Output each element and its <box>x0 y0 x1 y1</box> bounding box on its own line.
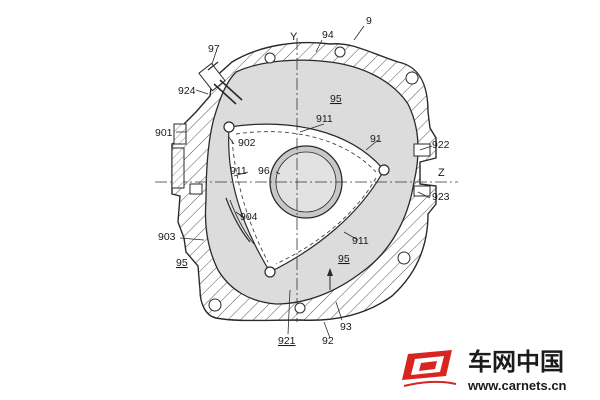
ref-922: 922 <box>432 139 450 151</box>
apex-seal-bottom <box>264 266 276 278</box>
ref-91: 91 <box>370 133 382 145</box>
flow-arrowhead <box>327 268 333 276</box>
ref-93: 93 <box>340 321 352 333</box>
bolt-hole <box>208 298 222 312</box>
bolt-hole <box>264 52 276 64</box>
watermark-logo <box>402 350 457 387</box>
rotor-dashed-flank-2 <box>231 139 269 263</box>
passage-904-inner <box>229 199 255 245</box>
exhaust-port-lower <box>413 185 431 197</box>
ref-921: 921 <box>278 335 296 347</box>
passage-904 <box>225 197 251 243</box>
ref-924: 924 <box>178 85 196 97</box>
watermark-url: www.carnets.cn <box>467 378 567 393</box>
ref-923: 923 <box>432 191 450 203</box>
side-port-block <box>171 147 185 189</box>
bolt-hole <box>397 251 411 265</box>
ref-903: 903 <box>158 231 176 243</box>
ref-94: 94 <box>322 29 334 41</box>
spark-plug <box>198 61 243 105</box>
ref-9: 9 <box>366 15 372 27</box>
ref-902: 902 <box>238 137 256 149</box>
axis-y-label: Y <box>290 31 298 43</box>
ref-901: 901 <box>155 127 173 139</box>
ref-96: 96 <box>258 165 270 177</box>
ref-97: 97 <box>208 43 220 55</box>
intake-port <box>189 183 203 195</box>
ref-92: 92 <box>322 335 334 347</box>
rotor-dashed-flank <box>235 131 377 173</box>
bolt-hole <box>334 46 346 58</box>
axis-z-label: Z <box>438 167 445 179</box>
apex-seal-top-left <box>223 121 235 133</box>
leader-lines <box>176 25 433 339</box>
ref-911-left: 911 <box>230 165 247 177</box>
bolt-hole <box>405 71 419 85</box>
ref-95-top: 95 <box>330 93 342 105</box>
bolt-hole <box>294 302 306 314</box>
ref-95-left: 95 <box>176 257 188 269</box>
watermark-brand: 车网中国 <box>468 348 564 376</box>
rotor-dashed-flank-3 <box>275 177 377 265</box>
ref-904: 904 <box>240 211 258 223</box>
ref-911-top: 911 <box>316 113 333 125</box>
ref-911-bottom: 911 <box>352 235 369 247</box>
side-port-block-2 <box>173 123 187 145</box>
ref-95-bottom: 95 <box>338 253 350 265</box>
exhaust-port-upper <box>413 143 431 157</box>
apex-seal-right <box>378 164 390 176</box>
